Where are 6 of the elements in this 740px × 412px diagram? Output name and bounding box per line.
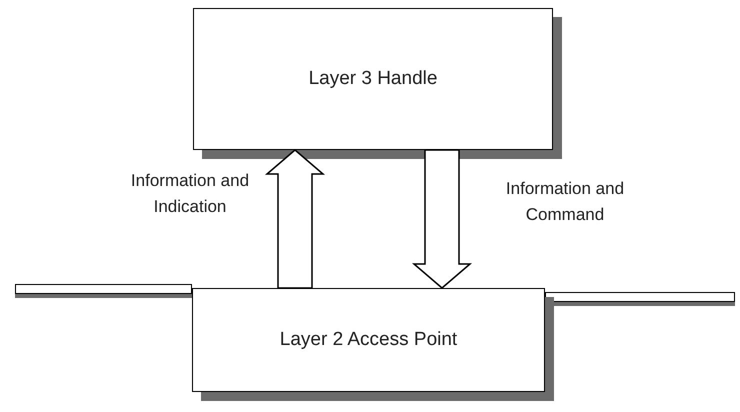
block-arrow <box>264 149 326 289</box>
layer-name: Layer 2 Access Point <box>280 328 458 352</box>
edge-label: Information and Indication <box>130 170 250 218</box>
edge-label: Information and Command <box>505 178 625 226</box>
layer-name: Layer 3 Handle <box>308 66 438 91</box>
block-arrow <box>412 149 472 289</box>
